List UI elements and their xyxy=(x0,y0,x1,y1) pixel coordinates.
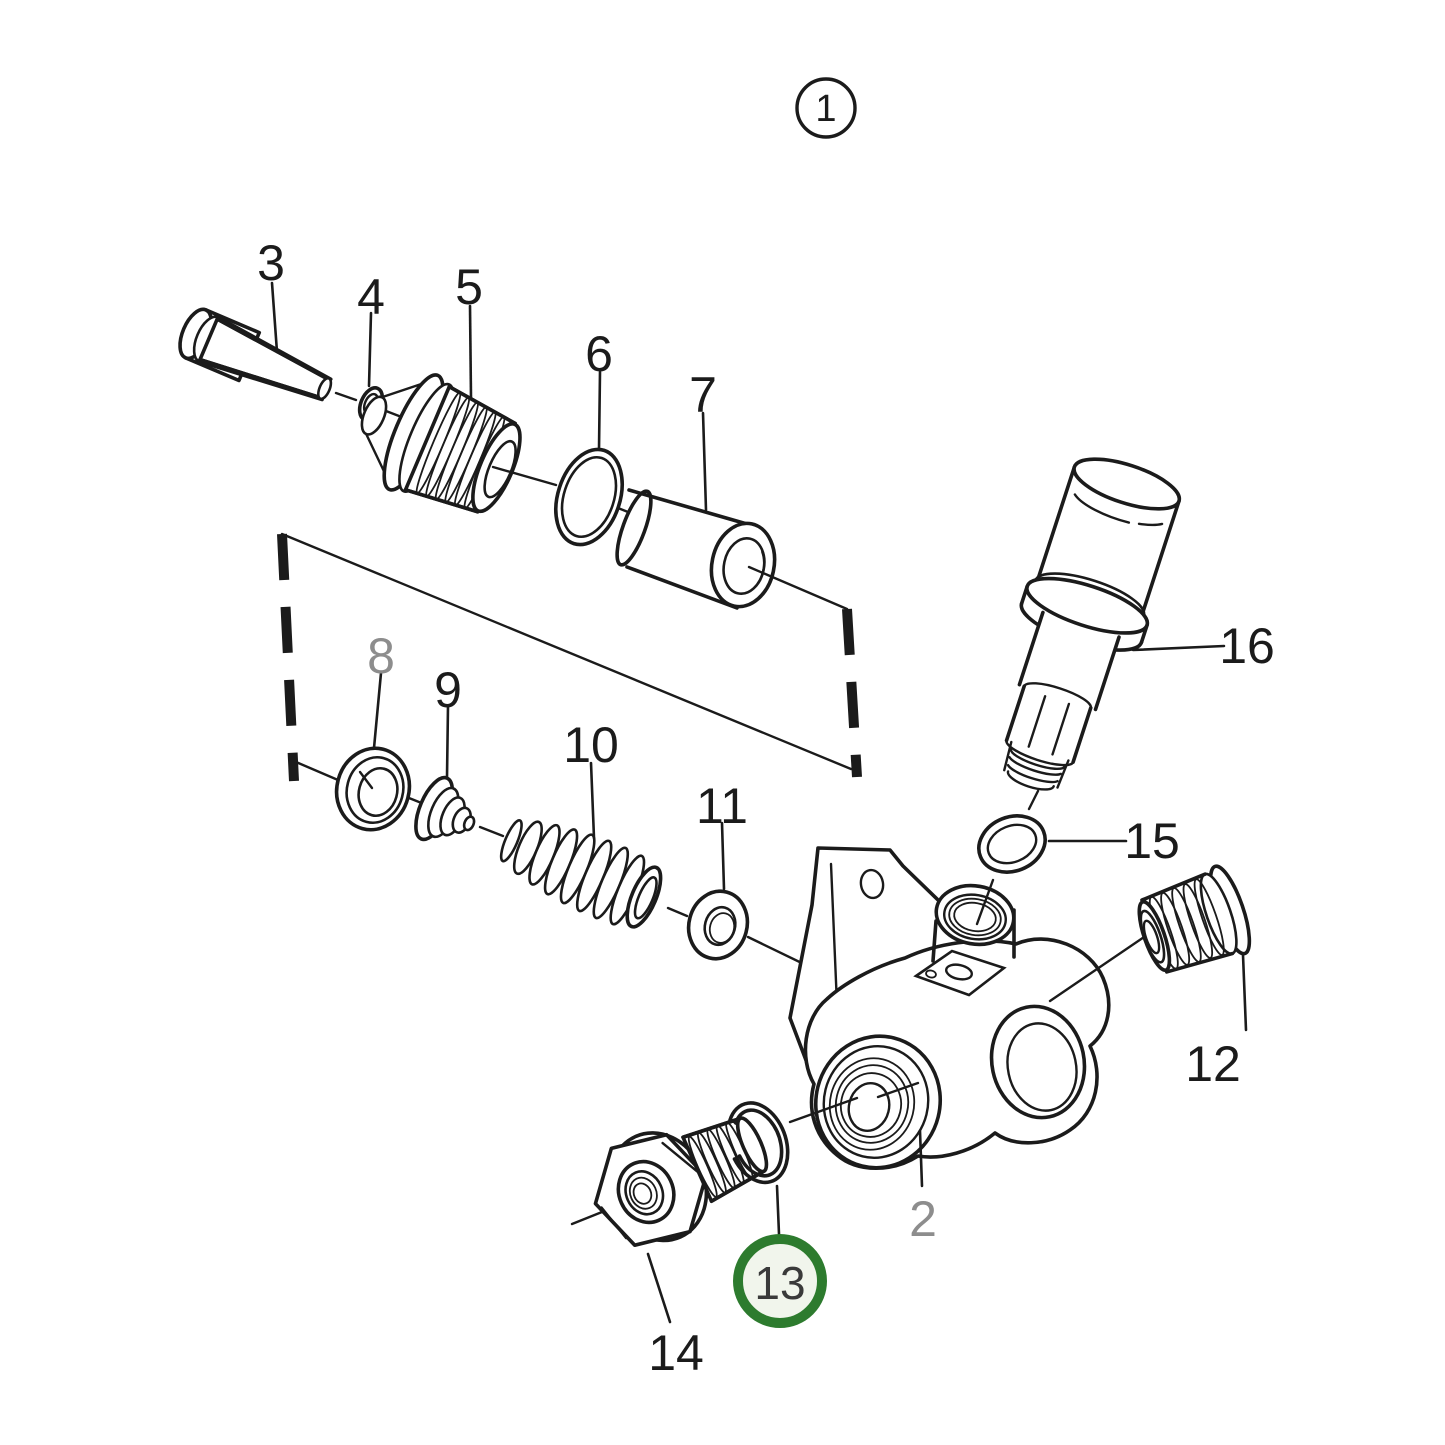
callout-2-label[interactable]: 2 xyxy=(909,1191,937,1247)
axis-line-9-to-10 xyxy=(478,825,505,838)
part-15-o-ring xyxy=(977,814,1047,874)
callout-8-label[interactable]: 8 xyxy=(367,628,395,684)
callout-11-label[interactable]: 11 xyxy=(696,778,748,834)
gasket-plate xyxy=(913,949,1007,997)
explosion-axis-row1 xyxy=(334,391,401,418)
part-5-threaded-plug xyxy=(360,373,522,525)
callout-10-label[interactable]: 10 xyxy=(563,717,619,773)
callout-4-label[interactable]: 4 xyxy=(357,269,385,325)
callout-14-label[interactable]: 14 xyxy=(648,1325,704,1381)
assembly-callout-circle xyxy=(795,77,857,139)
part-14-banjo-fitting xyxy=(593,1116,769,1248)
callout-7-label[interactable]: 7 xyxy=(689,367,717,423)
part-8-seal-ring xyxy=(334,746,412,832)
part-3-bolt xyxy=(178,307,333,402)
highlight-ring xyxy=(733,1234,827,1328)
axis-line-7-to-box xyxy=(747,565,849,611)
callout-leader-lines xyxy=(270,281,1248,1324)
assembly-boundary-box xyxy=(277,532,862,782)
callout-6-label[interactable]: 6 xyxy=(585,326,613,382)
highlighted-callout-13[interactable]: 13 xyxy=(733,1234,827,1328)
callout-5-label[interactable]: 5 xyxy=(455,259,483,315)
part-13-snap-ring xyxy=(728,1101,790,1185)
callout-15-label[interactable]: 15 xyxy=(1124,813,1180,869)
assembly-callout-1[interactable]: 1 xyxy=(795,77,857,139)
part-7-piston xyxy=(615,488,777,610)
part-2-pump-housing xyxy=(788,846,1111,1171)
callout-13-label[interactable]: 13 xyxy=(754,1257,805,1309)
axis-line-box-to-8 xyxy=(294,760,340,782)
callout-16-label[interactable]: 16 xyxy=(1219,618,1275,674)
part-9-valve xyxy=(414,775,476,842)
callout-1-label[interactable]: 1 xyxy=(815,88,836,130)
axis-line-body-to-12 xyxy=(1048,931,1152,1003)
part-11-washer xyxy=(686,889,750,961)
part-16-hand-primer xyxy=(1003,457,1182,791)
axis-line-8-to-9 xyxy=(407,796,421,804)
part-6-o-ring xyxy=(554,447,624,547)
part-12-plug-fitting xyxy=(1137,864,1252,974)
part-10-spring xyxy=(499,819,663,929)
callout-12-label[interactable]: 12 xyxy=(1185,1036,1241,1092)
axis-line-13-to-port xyxy=(570,1096,859,1226)
callout-3-label[interactable]: 3 xyxy=(257,235,285,291)
callout-9-label[interactable]: 9 xyxy=(434,662,462,718)
axis-line-10-to-11 xyxy=(666,906,689,918)
bracket-bolt-hole xyxy=(859,868,885,900)
